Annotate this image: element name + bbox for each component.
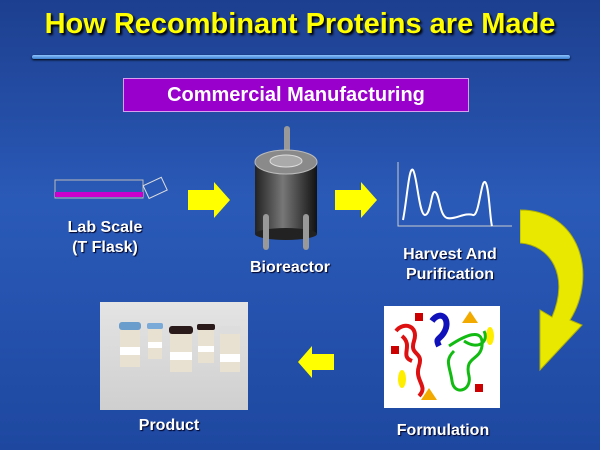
title-divider bbox=[32, 55, 570, 59]
subtitle-banner: Commercial Manufacturing bbox=[123, 78, 469, 112]
left-arrow-icon bbox=[298, 346, 334, 378]
step-harvest-label: Harvest And Purification bbox=[385, 245, 515, 285]
chromatogram-icon bbox=[397, 162, 512, 227]
label-line: Lab Scale bbox=[67, 219, 143, 236]
step-bioreactor-label: Bioreactor bbox=[249, 259, 331, 276]
step-lab-scale-label: Lab Scale (T Flask) bbox=[50, 218, 160, 258]
label-line: Harvest And bbox=[403, 246, 497, 263]
right-arrow-icon bbox=[188, 182, 230, 218]
curved-down-arrow-icon bbox=[520, 209, 584, 372]
label-line: (T Flask) bbox=[72, 239, 138, 256]
slide-title: How Recombinant Proteins are Made bbox=[44, 8, 556, 40]
t-flask-icon bbox=[54, 176, 168, 200]
right-arrow-icon bbox=[335, 182, 377, 218]
label-line: Purification bbox=[405, 266, 494, 283]
protein-structure-icon bbox=[384, 306, 500, 408]
step-product-label: Product bbox=[138, 417, 200, 434]
step-formulation-label: Formulation bbox=[396, 422, 490, 439]
vials-icon bbox=[100, 302, 248, 410]
bioreactor-icon bbox=[254, 126, 318, 250]
